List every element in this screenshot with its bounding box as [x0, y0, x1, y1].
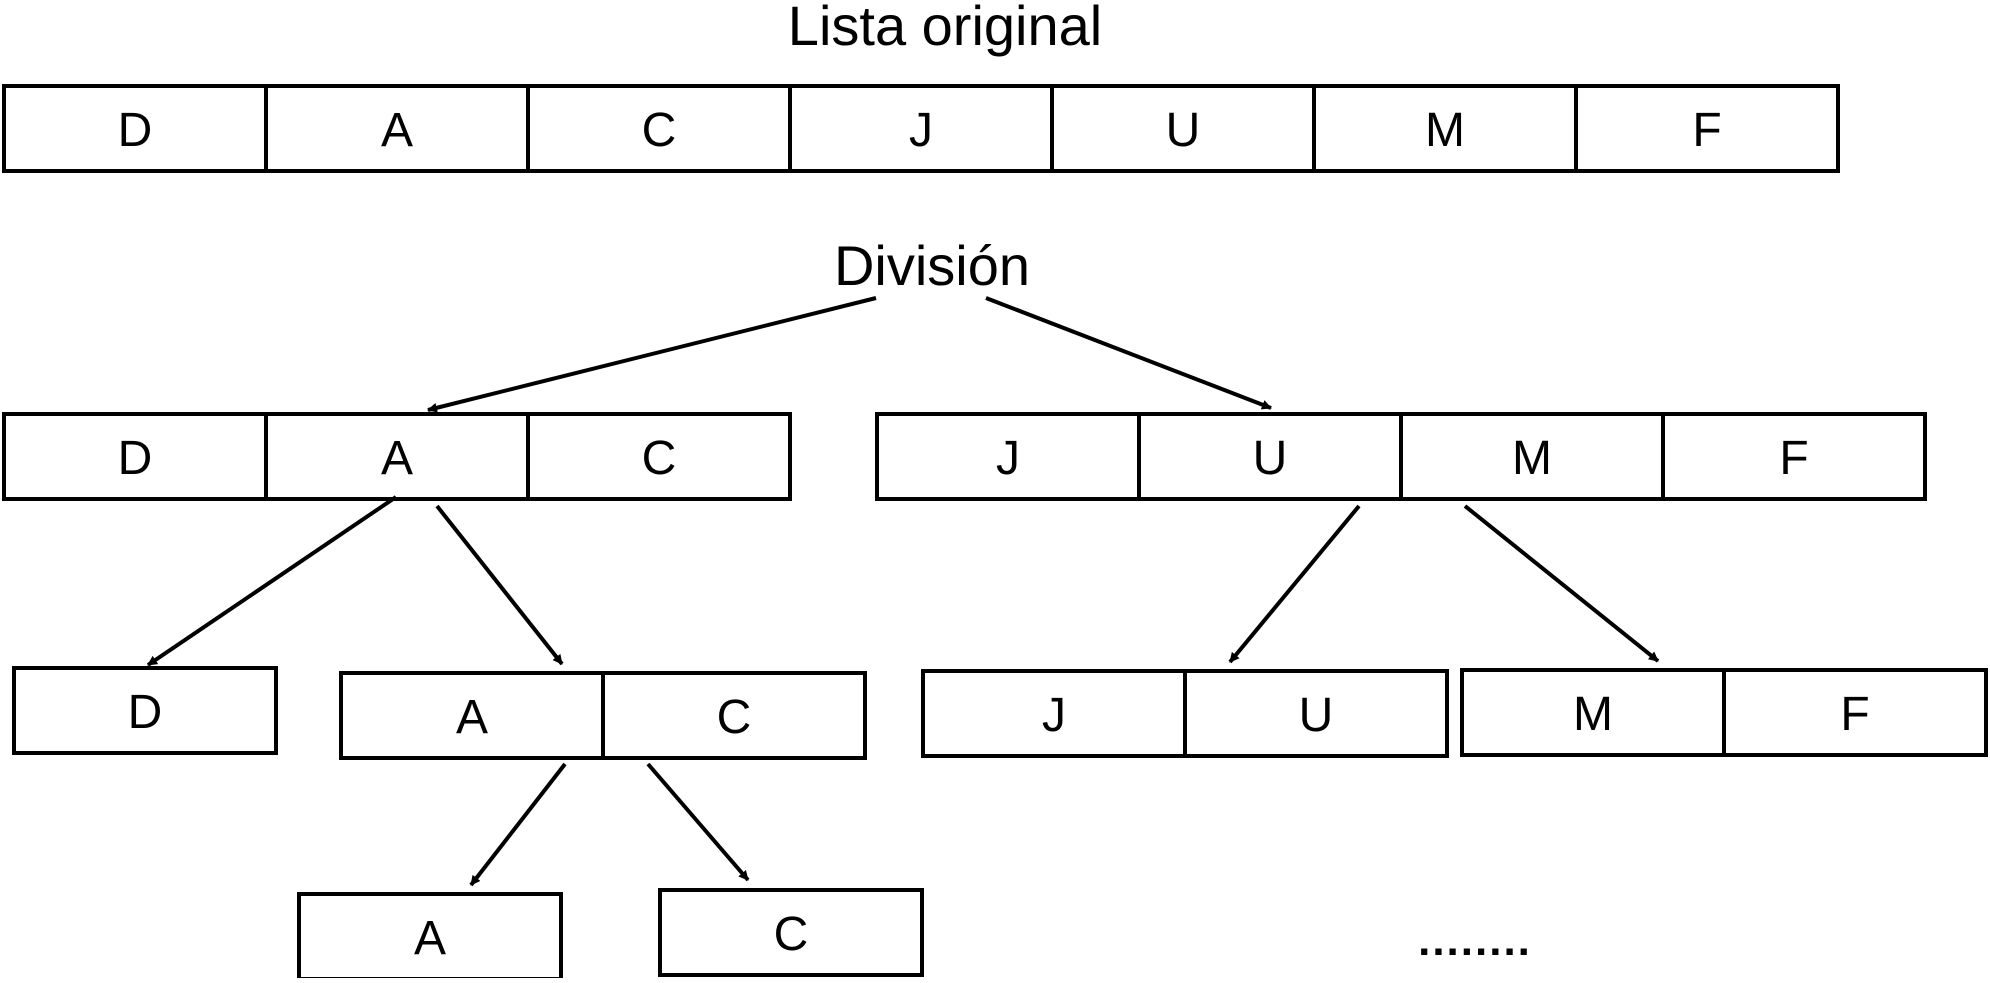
list-cell-label: D	[128, 686, 163, 739]
list-cell-label: U	[1166, 104, 1201, 157]
list-cell-label: C	[717, 691, 752, 744]
list-cell-label: C	[642, 432, 677, 485]
list-cell-label: D	[118, 432, 153, 485]
arrows-layer	[146, 296, 1660, 887]
list-cell-label: A	[381, 104, 413, 157]
list-cell-label: A	[414, 912, 446, 965]
list-cell-label: F	[1840, 688, 1869, 741]
list-cell	[1574, 84, 1840, 173]
list-cell-label: U	[1299, 689, 1334, 742]
list-cell	[601, 671, 867, 760]
ellipsis-continuation: ........	[1418, 916, 1532, 965]
list-cell	[526, 412, 792, 501]
list-cell-label: M	[1425, 104, 1465, 157]
arrow-right-to-mf	[1463, 504, 1660, 663]
list-level2-d: D	[12, 666, 278, 755]
list-cell-label: F	[1779, 432, 1808, 485]
list-cell-label: M	[1573, 688, 1613, 741]
list-cell-label: F	[1692, 104, 1721, 157]
list-cell	[1722, 668, 1988, 757]
list-level3-c: C	[658, 888, 924, 977]
list-cell-label: C	[774, 908, 809, 961]
arrow-ac-to-a	[469, 762, 567, 887]
list-cell	[1183, 669, 1449, 758]
list-cell	[1661, 412, 1927, 501]
list-cell-label: J	[996, 432, 1020, 485]
arrow-division-to-right	[985, 296, 1272, 410]
arrow-division-to-left	[427, 296, 877, 413]
list-cell-label: U	[1253, 432, 1288, 485]
list-cell	[12, 666, 278, 755]
list-level3-a: A	[297, 892, 563, 981]
list-cell-label: A	[381, 432, 413, 485]
list-cell-label: D	[118, 104, 153, 157]
arrow-left-to-d	[146, 495, 398, 667]
division-label: División	[834, 234, 1030, 297]
diagram-title: Lista original	[788, 0, 1102, 57]
arrow-ac-to-c	[646, 762, 750, 882]
list-cell-label: M	[1512, 432, 1552, 485]
arrow-left-to-ac	[435, 504, 564, 666]
list-cell-label: J	[1042, 689, 1066, 742]
list-cell-label: A	[456, 691, 488, 744]
list-cell	[658, 888, 924, 977]
list-cell-label: C	[642, 104, 677, 157]
list-cell-label: J	[909, 104, 933, 157]
arrow-right-to-ju	[1228, 504, 1361, 664]
